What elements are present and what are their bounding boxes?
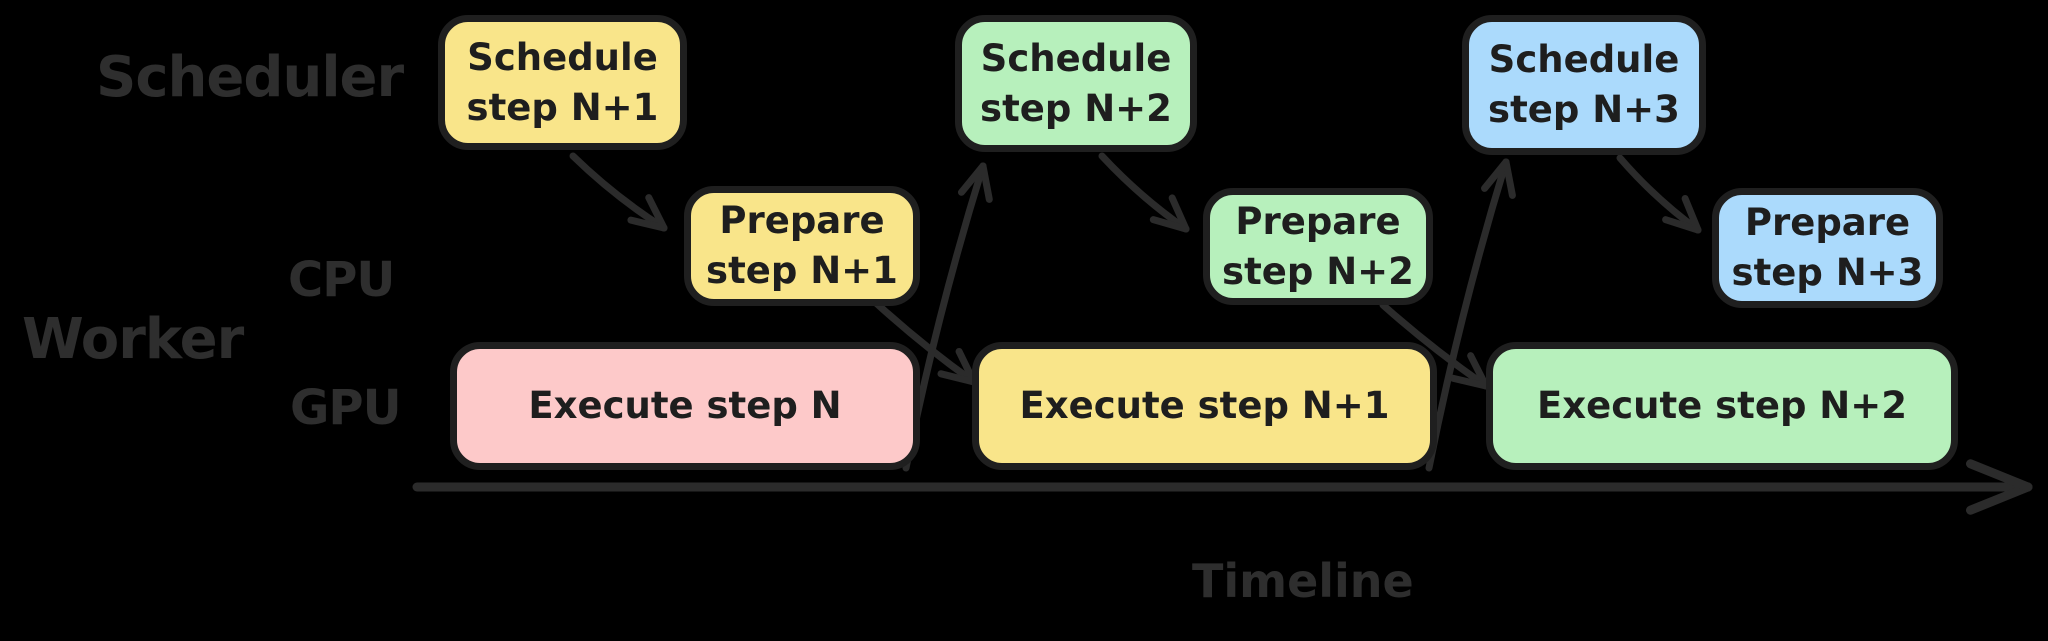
- node-execute-step-n1: Execute step N+1: [972, 342, 1437, 470]
- node-prepare-step-n3-label: Prepare step N+3: [1731, 201, 1924, 294]
- node-schedule-step-n2: Schedule step N+2: [955, 15, 1197, 152]
- node-schedule-step-n1-label: Schedule step N+1: [466, 35, 659, 129]
- node-schedule-step-n2-label: Schedule step N+2: [980, 36, 1172, 130]
- arrow-schedule-n3-to-prepare-n3: [1616, 154, 1702, 234]
- timeline-axis-arrow: [412, 459, 2033, 515]
- timeline-axis-label: Timeline: [1192, 554, 1414, 608]
- node-prepare-step-n2: Prepare step N+2: [1203, 188, 1433, 305]
- node-execute-step-n2: Execute step N+2: [1486, 342, 1958, 470]
- gpu-row-label: GPU: [290, 380, 402, 436]
- node-prepare-step-n3: Prepare step N+3: [1712, 188, 1943, 308]
- node-prepare-step-n1-label: Prepare step N+1: [706, 199, 898, 292]
- worker-row-label: Worker: [22, 307, 244, 372]
- node-execute-step-n: Execute step N: [450, 342, 920, 470]
- arrow-schedule-n2-to-prepare-n2: [1098, 152, 1190, 233]
- node-execute-step-n-label: Execute step N: [528, 384, 842, 428]
- node-execute-step-n1-label: Execute step N+1: [1019, 384, 1390, 428]
- node-prepare-step-n1: Prepare step N+1: [684, 186, 920, 306]
- node-schedule-step-n1: Schedule step N+1: [438, 15, 687, 150]
- node-prepare-step-n2-label: Prepare step N+2: [1222, 199, 1414, 293]
- node-schedule-step-n3: Schedule step N+3: [1462, 15, 1706, 155]
- arrow-schedule-n1-to-prepare-n1: [569, 152, 668, 232]
- node-execute-step-n2-label: Execute step N+2: [1536, 384, 1908, 428]
- cpu-row-label: CPU: [288, 252, 395, 308]
- node-schedule-step-n3-label: Schedule step N+3: [1488, 38, 1680, 131]
- scheduler-row-label: Scheduler: [96, 45, 404, 110]
